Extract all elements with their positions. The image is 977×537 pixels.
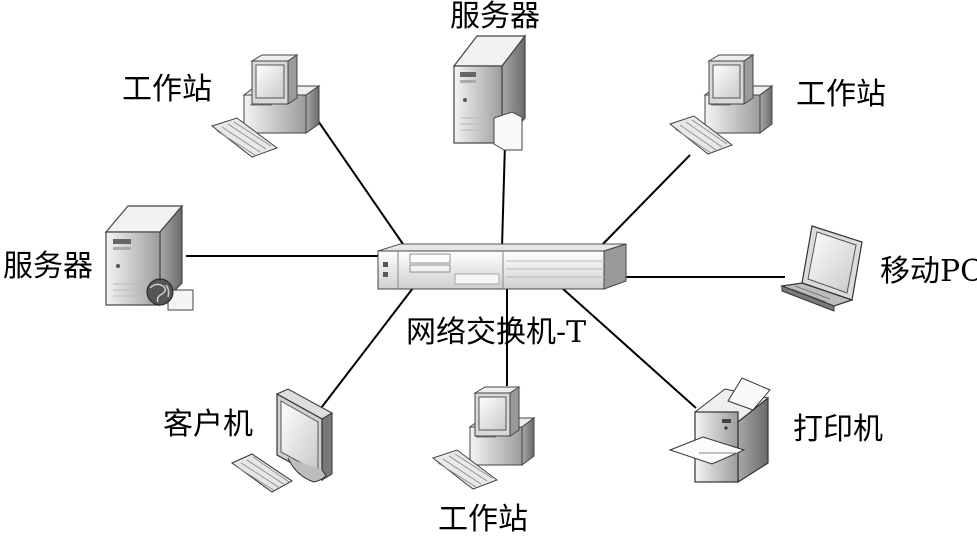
label-client: 客户机 [163,407,253,442]
link-ws-top-left [315,117,406,248]
label-workstation-top-left: 工作站 [122,72,212,107]
label-laptop: 移动PC [880,254,977,289]
label-server-left: 服务器 [3,249,93,284]
label-server-top: 服务器 [450,0,540,34]
label-printer: 打印机 [793,412,883,447]
workstation-top-left-icon [210,54,321,158]
server-top-icon [452,34,527,151]
link-server-top [501,142,506,248]
server-left-icon [104,204,194,311]
laptop-icon [779,225,863,312]
client-monitor-icon [231,388,334,493]
label-workstation-top-right: 工作站 [796,77,886,112]
workstation-bottom-icon [431,386,536,490]
link-ws-top-right [599,154,691,248]
label-workstation-bottom: 工作站 [438,502,528,537]
link-printer [561,287,697,409]
printer-icon [668,377,771,484]
connection-lines [186,117,785,413]
link-client [317,287,414,413]
workstation-top-right-icon [668,54,774,155]
label-switch: 网络交换机-T [406,315,587,350]
network-switch-icon [377,243,627,290]
